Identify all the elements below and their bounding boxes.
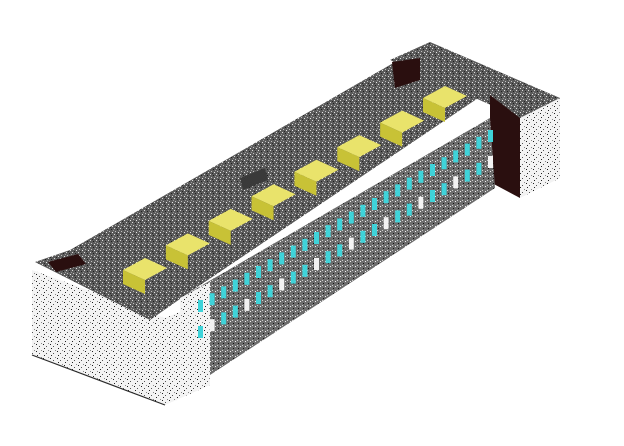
window-pane [372, 198, 377, 210]
window-pane [279, 252, 285, 265]
window-pane [267, 285, 273, 298]
roof-box-top [337, 135, 382, 158]
window-pane [348, 237, 354, 250]
window-pane [325, 251, 331, 264]
roof-box-top [251, 184, 296, 207]
roof-box-top [208, 208, 253, 231]
window-pane [302, 264, 308, 277]
roof-box-side [294, 171, 317, 196]
window-pane [406, 203, 412, 216]
window-pane [256, 292, 261, 304]
window-pane [453, 150, 459, 163]
window-pane [441, 183, 447, 196]
window-pane [418, 196, 424, 209]
roof-box-top [165, 233, 210, 256]
roof-box-top [423, 86, 467, 108]
window-pane [244, 272, 250, 285]
window-pane [244, 298, 250, 311]
window-pane [279, 278, 285, 291]
window-pane [476, 136, 482, 149]
roof-box-side [423, 98, 445, 122]
roof-box-side [123, 270, 145, 294]
window-pane [198, 300, 203, 312]
window-pane [488, 130, 493, 142]
window-pane [418, 170, 424, 183]
window-pane [395, 184, 401, 197]
roof-box-side [165, 245, 188, 270]
window-pane [209, 319, 215, 332]
roof-boxes [123, 86, 467, 294]
window-pane [395, 210, 401, 223]
window-pane [372, 224, 377, 236]
roof-box-side [251, 196, 274, 221]
window-pane [441, 157, 447, 170]
window-pane [430, 190, 435, 202]
window-pane [488, 156, 493, 168]
window-pane [430, 164, 435, 176]
main-roof [35, 48, 505, 320]
window-pane [232, 279, 238, 292]
roof-details [48, 168, 268, 272]
roof-box-top [294, 159, 339, 182]
roof-box-top [380, 110, 425, 133]
window-pane [464, 143, 470, 156]
window-pane [221, 312, 227, 325]
window-pane [325, 225, 331, 238]
roof-box-side [208, 220, 231, 245]
window-pane [314, 232, 319, 244]
window-pane [348, 211, 354, 224]
window-pane [232, 305, 238, 318]
window-pane [453, 176, 459, 189]
window-pane [209, 293, 215, 306]
window-pane [198, 326, 203, 338]
window-pane [476, 162, 482, 175]
window-pane [337, 244, 343, 257]
window-pane [290, 245, 296, 258]
window-pane [360, 204, 366, 217]
right-end-block [390, 42, 560, 198]
window-pane [383, 217, 389, 230]
window-pane [221, 286, 227, 299]
windows [198, 130, 493, 338]
window-pane [314, 258, 319, 270]
window-pane [464, 169, 470, 182]
window-pane [360, 230, 366, 243]
window-pane [302, 238, 308, 251]
roof-box-top [123, 258, 167, 280]
window-pane [290, 271, 296, 284]
roof-box-side [380, 122, 403, 147]
window-pane [383, 191, 389, 204]
window-pane [256, 266, 261, 278]
window-pane [337, 218, 343, 231]
window-pane [406, 177, 412, 190]
roof-box-side [337, 147, 360, 172]
window-pane [267, 259, 273, 272]
